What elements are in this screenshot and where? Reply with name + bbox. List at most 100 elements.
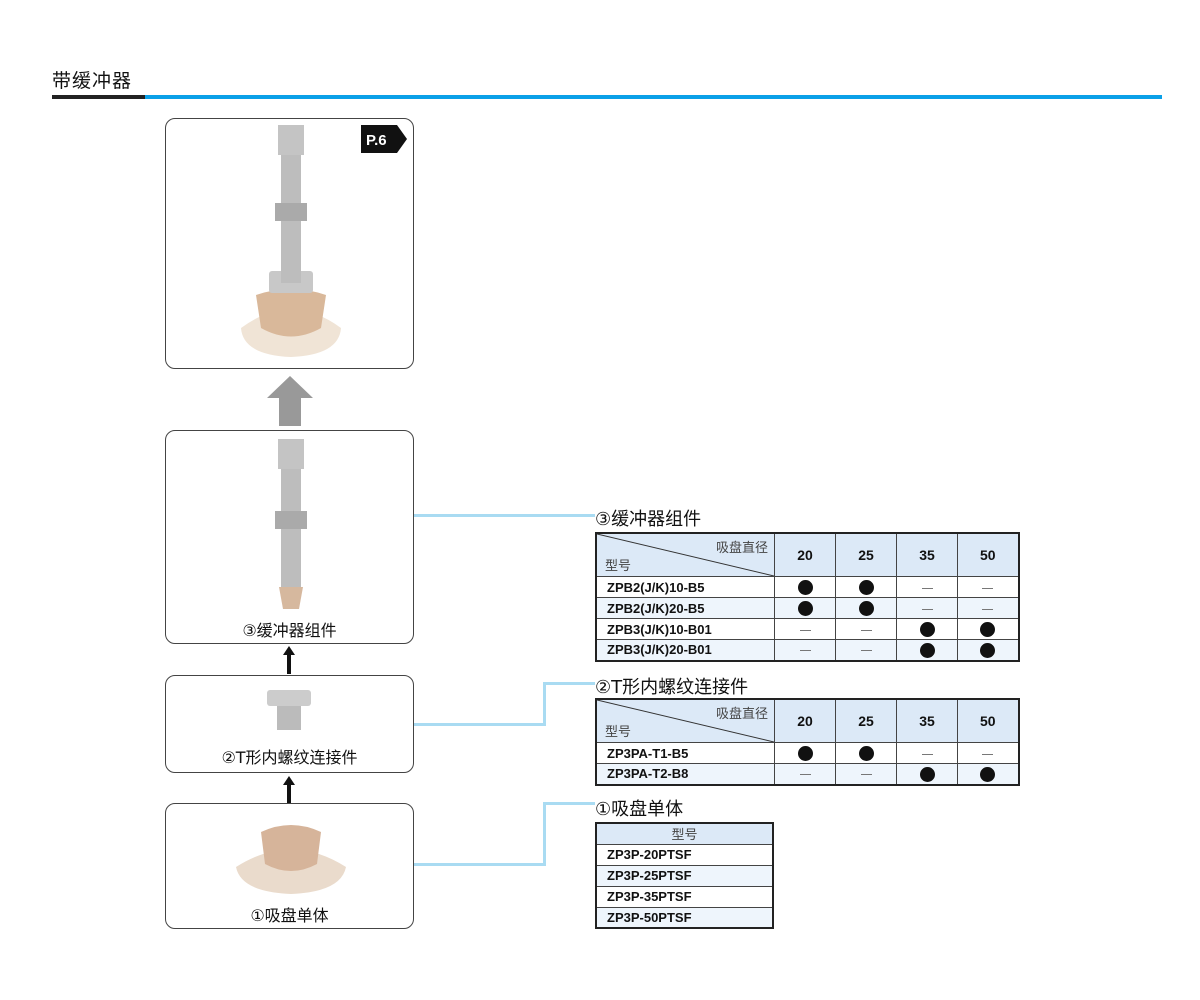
page-ref-badge[interactable]: P.6	[361, 125, 407, 153]
table-row: ZPB2(J/K)10-B5	[595, 576, 1019, 598]
pad-image	[236, 825, 346, 894]
title-rule	[145, 95, 1162, 99]
t-connector-caption: ②T形内螺纹连接件	[221, 748, 358, 767]
model-cell: ZPB3(J/K)10-B01	[595, 618, 775, 640]
up-arrow-icon	[283, 776, 295, 803]
availability-cell	[774, 576, 836, 598]
connector-line	[414, 514, 595, 517]
availability-cell	[774, 639, 836, 661]
not-available-dash-icon	[921, 587, 933, 589]
model-cell: ZP3P-35PTSF	[595, 885, 774, 908]
buffer-pad-image	[241, 125, 341, 357]
up-arrow-icon	[267, 376, 313, 426]
not-available-dash-icon	[921, 753, 933, 755]
not-available-dash-icon	[860, 629, 872, 631]
svg-text:P.6: P.6	[366, 132, 387, 149]
up-arrow-icon	[283, 646, 295, 674]
availability-cell	[835, 763, 897, 785]
availability-cell	[835, 742, 897, 764]
table-row: ZP3P-25PTSF	[595, 864, 774, 887]
table-row: ZPB3(J/K)10-B01	[595, 618, 1019, 640]
buffer-assembly-box: ③缓冲器组件	[165, 430, 414, 644]
availability-cell	[835, 576, 897, 598]
table-row: ZP3P-20PTSF	[595, 843, 774, 866]
size-header: 35	[896, 532, 958, 577]
availability-cell	[774, 618, 836, 640]
connector-line	[543, 682, 595, 685]
availability-cell	[774, 597, 836, 619]
model-cell: ZP3PA-T1-B5	[595, 742, 775, 764]
model-cell: ZP3P-20PTSF	[595, 843, 774, 866]
availability-cell	[957, 639, 1019, 661]
table-row: ZPB3(J/K)20-B01	[595, 639, 1019, 661]
connector-line	[414, 723, 546, 726]
not-available-dash-icon	[799, 650, 811, 652]
table-row: ZP3P-50PTSF	[595, 906, 774, 929]
availability-cell	[896, 742, 958, 764]
model-cell: ZPB3(J/K)20-B01	[595, 639, 775, 661]
not-available-dash-icon	[860, 774, 872, 776]
table-row: ZP3P-35PTSF	[595, 885, 774, 908]
size-header: 20	[774, 532, 836, 577]
t-connector-box: ②T形内螺纹连接件	[165, 675, 414, 773]
diagonal-header-cell: 吸盘直径型号	[597, 534, 774, 576]
not-available-dash-icon	[982, 753, 994, 755]
t-connector-image	[267, 690, 311, 730]
size-header: 25	[835, 532, 897, 577]
buffer-assembly-image	[275, 439, 307, 609]
availability-cell	[896, 763, 958, 785]
size-header: 20	[774, 698, 836, 743]
availability-cell	[835, 618, 897, 640]
not-available-dash-icon	[860, 650, 872, 652]
model-cell: ZP3P-50PTSF	[595, 906, 774, 929]
availability-cell	[835, 639, 897, 661]
not-available-dash-icon	[799, 629, 811, 631]
pad-box: ①吸盘单体	[165, 803, 414, 929]
size-header: 50	[957, 532, 1019, 577]
connector-line	[543, 802, 595, 805]
model-cell: ZP3P-25PTSF	[595, 864, 774, 887]
available-dot-icon	[919, 642, 935, 658]
not-available-dash-icon	[921, 608, 933, 610]
available-dot-icon	[919, 622, 935, 638]
availability-cell	[835, 597, 897, 619]
available-dot-icon	[797, 601, 813, 617]
availability-cell	[774, 742, 836, 764]
section-title: 带缓冲器	[52, 70, 133, 92]
availability-cell	[957, 576, 1019, 598]
buffer-assembly-caption: ③缓冲器组件	[242, 621, 337, 640]
available-dot-icon	[797, 580, 813, 596]
table-row: ZP3PA-T2-B8	[595, 763, 1019, 785]
diagonal-header-cell: 吸盘直径型号	[597, 700, 774, 742]
availability-cell	[896, 618, 958, 640]
connector-line	[543, 802, 546, 866]
assembled-product-box: P.6	[165, 118, 414, 369]
model-cell: ZP3PA-T2-B8	[595, 763, 775, 785]
header-row: 型号	[595, 822, 774, 845]
table-row: ZP3PA-T1-B5	[595, 742, 1019, 764]
title-underline	[52, 95, 145, 99]
pad-table-title: ①吸盘单体	[595, 799, 684, 820]
availability-cell	[957, 763, 1019, 785]
buffer-table-title: ③缓冲器组件	[595, 509, 702, 530]
availability-cell	[774, 763, 836, 785]
connector-line	[414, 863, 546, 866]
available-dot-icon	[858, 746, 874, 762]
connector-table-title: ②T形内螺纹连接件	[595, 677, 749, 698]
not-available-dash-icon	[799, 774, 811, 776]
size-header: 35	[896, 698, 958, 743]
model-cell: ZPB2(J/K)10-B5	[595, 576, 775, 598]
availability-cell	[957, 618, 1019, 640]
available-dot-icon	[980, 766, 996, 782]
model-cell: ZPB2(J/K)20-B5	[595, 597, 775, 619]
availability-cell	[957, 742, 1019, 764]
available-dot-icon	[858, 580, 874, 596]
not-available-dash-icon	[982, 608, 994, 610]
available-dot-icon	[919, 766, 935, 782]
availability-cell	[957, 597, 1019, 619]
size-header: 25	[835, 698, 897, 743]
